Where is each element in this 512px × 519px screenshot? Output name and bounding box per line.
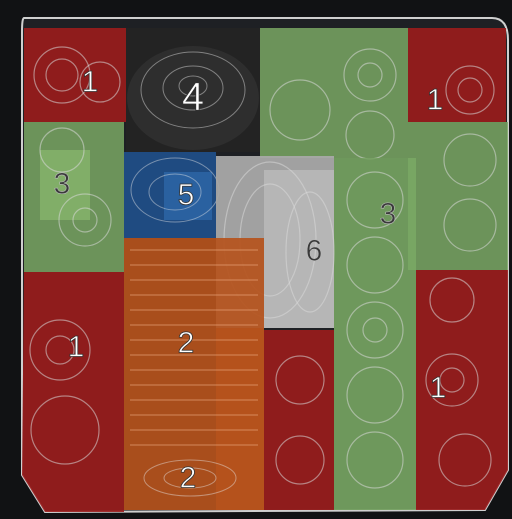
label-top-right: 1 [427,84,444,117]
region-1-top-left [24,28,126,122]
region-5 [124,152,219,238]
label-top-left: 1 [82,66,99,99]
label-lower-center-orange: 2 [178,327,195,360]
label-mid-center-blue: 5 [178,179,195,212]
region-3-mid-left [24,122,124,272]
region-1-lower-middle [264,330,334,510]
region-3-right-wide [408,122,508,270]
label-lower-right: 1 [430,372,447,405]
region-3-top-green [260,28,408,159]
label-center-gray: 6 [306,235,323,268]
label-mid-right-green: 3 [380,198,397,231]
region-1-lower-left [22,272,124,512]
region-3-right-column [334,158,416,510]
region-1-top-right [408,28,506,122]
label-lower-left: 1 [68,331,85,364]
label-mid-left: 3 [54,168,71,201]
label-bottom-center-orange: 2 [180,462,197,495]
label-top-center: 4 [182,75,204,119]
